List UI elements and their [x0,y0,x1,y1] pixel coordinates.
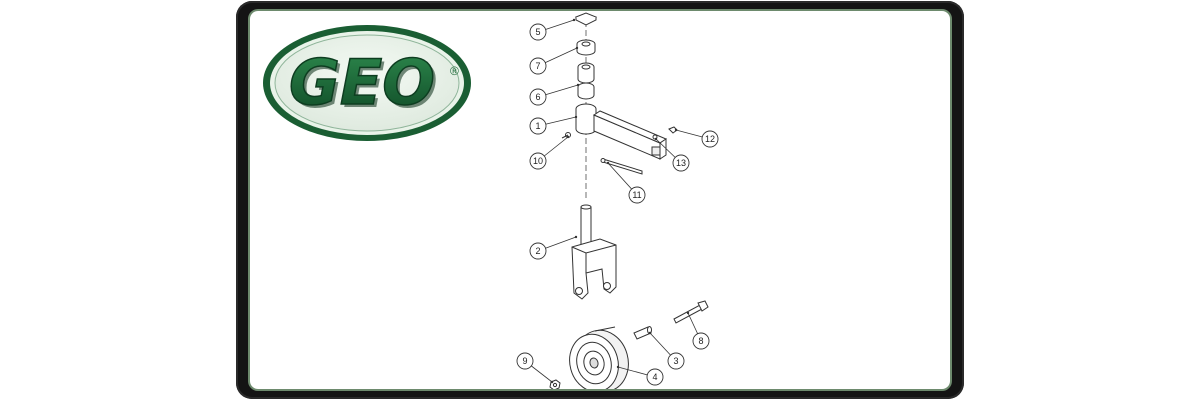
callout-number: 7 [535,61,540,71]
callout-12: 12 [674,128,719,148]
callout-number: 9 [522,356,527,366]
callout-1: 1 [529,115,578,135]
leader-tip [550,380,554,384]
part-5-cap [574,12,598,26]
part-11-pin [600,158,643,175]
callout-circle [529,117,547,135]
callout-number: 13 [676,158,686,168]
leader-tip [674,128,678,132]
part-10-screw [561,132,571,139]
callout-5: 5 [529,18,576,41]
callout-circle [529,242,547,260]
leader-tip [616,365,620,369]
callout-circle [667,352,685,370]
callout-circle [529,23,547,41]
registered-mark: ® [450,64,459,78]
callout-7: 7 [529,46,579,75]
callout-10: 10 [529,135,570,170]
callout-labels: 5 7 6 1 10 12 13 11 2 8 3 9 4 [516,18,719,386]
part-2-fork [571,204,617,300]
callout-circle [701,130,719,148]
geo-logo: GEO GEO ® [263,25,471,141]
diagram-panel: GEO GEO ® [248,9,952,391]
callout-number: 2 [535,246,540,256]
callout-number: 3 [673,356,678,366]
callout-4: 4 [616,365,664,386]
callout-number: 12 [705,134,715,144]
parts [549,12,709,389]
leader-tip [574,115,578,119]
leader-tip [566,135,570,139]
callout-8: 8 [686,311,710,350]
callout-13: 13 [654,137,690,172]
callout-number: 10 [533,156,543,166]
part-4-wheel [569,326,629,389]
callout-number: 4 [652,372,657,382]
leader-tip [686,311,690,315]
leader-tip [654,137,658,141]
callout-circle [646,368,664,386]
leader-tip [648,331,652,335]
exploded-parts-diagram: GEO GEO ® [263,12,719,389]
diagram-frame: GEO GEO ® [236,1,964,399]
callout-number: 5 [535,27,540,37]
callout-circle [529,88,547,106]
leader-tip [576,83,580,87]
leader-tip [606,161,610,165]
logo-text-shadow: GEO [292,49,438,122]
callout-number: 6 [535,92,540,102]
callout-circle [692,332,710,350]
callout-circle [672,154,690,172]
part-7-nut [576,39,596,56]
callout-number: 1 [535,121,540,131]
callout-circle [529,152,547,170]
callout-11: 11 [606,161,646,204]
callout-number: 8 [698,336,703,346]
callout-circle [516,352,534,370]
logo-text: GEO [289,46,435,119]
callout-number: 11 [632,190,641,200]
callout-6: 6 [529,83,580,106]
part-6-bushing [577,62,595,84]
part-1-arm [575,103,668,160]
callout-2: 2 [529,235,578,260]
part-6-bushing-lower [577,82,595,100]
callout-circle [628,186,646,204]
leader-tip [574,235,578,239]
leader-tip [575,46,579,50]
leader-tip [572,18,576,22]
callout-circle [529,57,547,75]
callout-9: 9 [516,352,554,384]
callout-3: 3 [648,331,685,370]
